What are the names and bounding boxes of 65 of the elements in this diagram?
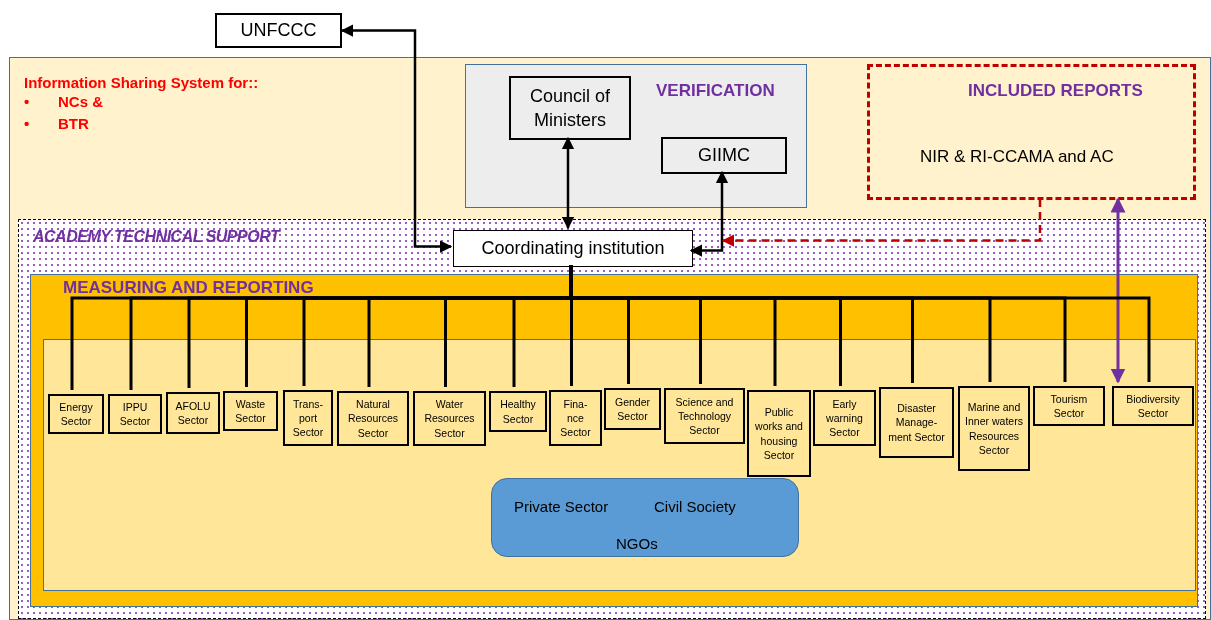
process-box [489, 391, 547, 432]
process-box [549, 390, 602, 446]
process-box [664, 388, 745, 444]
process-box [958, 386, 1030, 471]
process-box [813, 390, 876, 446]
box-label: IPPU Sector [118, 399, 152, 429]
panel [9, 57, 1211, 620]
dashed-arrow [721, 199, 1042, 247]
process-box [509, 76, 631, 140]
arrow [689, 170, 729, 257]
box-label: Natural Resources Sector [346, 397, 400, 440]
box-label: UNFCCC [240, 20, 317, 41]
arrow [340, 24, 453, 253]
box-label: Disaster Manage- ment Sector [888, 401, 945, 444]
rounded-box [491, 478, 799, 557]
box-label: Coordinating institution [481, 238, 665, 259]
box-label: Fina- nce Sector [559, 396, 592, 440]
box-label: Civil Society [654, 498, 736, 515]
box-label: AFOLU Sector [174, 398, 212, 428]
process-box [413, 391, 486, 446]
process-box [604, 388, 661, 430]
box-label: Waste Sector [234, 396, 267, 426]
process-box [283, 390, 333, 446]
process-box [453, 230, 693, 267]
box-label: GIIMC [698, 145, 750, 166]
process-box [215, 13, 342, 48]
heading: ACADEMY TECHNICAL SUPPORT [33, 228, 280, 246]
heading: VERIFICATION [656, 81, 775, 101]
process-box [1033, 386, 1105, 426]
panel [43, 339, 1196, 591]
box-label: Water Resources Sector [423, 397, 476, 440]
panel [465, 64, 807, 208]
process-box [661, 137, 787, 174]
process-box [879, 387, 954, 458]
list-item: • NCs & [24, 92, 104, 112]
box-label: Public works and housing Sector [754, 405, 804, 462]
process-box [223, 391, 278, 431]
box-label: Private Sector [514, 498, 609, 515]
panel [30, 274, 1198, 607]
box-label: Trans- port Sector [292, 396, 324, 440]
box-label: Gender Sector [614, 394, 651, 424]
heading: Information Sharing System for:: [24, 74, 259, 91]
box-label: Marine and Inner waters Resources Sector [964, 400, 1024, 457]
heading: MEASURING AND REPORTING [63, 278, 314, 298]
box-label: Council of Ministers [528, 84, 611, 132]
process-box [108, 394, 162, 434]
list-item: • BTR [24, 114, 90, 134]
process-box [1112, 386, 1194, 426]
process-box [166, 392, 220, 434]
box-label: Science and Technology Sector [674, 394, 735, 438]
process-box [747, 390, 811, 477]
box-label: Biodiversity Sector [1125, 391, 1181, 421]
process-box [48, 394, 104, 434]
box-label: NIR & RI-CCAMA and AC [920, 147, 1114, 167]
box-label: Healthy Sector [499, 397, 537, 426]
arrow [561, 136, 575, 230]
heading: INCLUDED REPORTS [968, 81, 1143, 101]
box-label: Energy Sector [58, 399, 94, 429]
dotted-panel [18, 219, 1206, 619]
box-label: Early warning Sector [825, 396, 864, 440]
box-label: NGOs [616, 535, 658, 552]
dashed-panel [867, 64, 1196, 200]
box-label: Tourism Sector [1049, 391, 1089, 421]
process-box [337, 391, 409, 446]
arrow [1110, 197, 1126, 384]
